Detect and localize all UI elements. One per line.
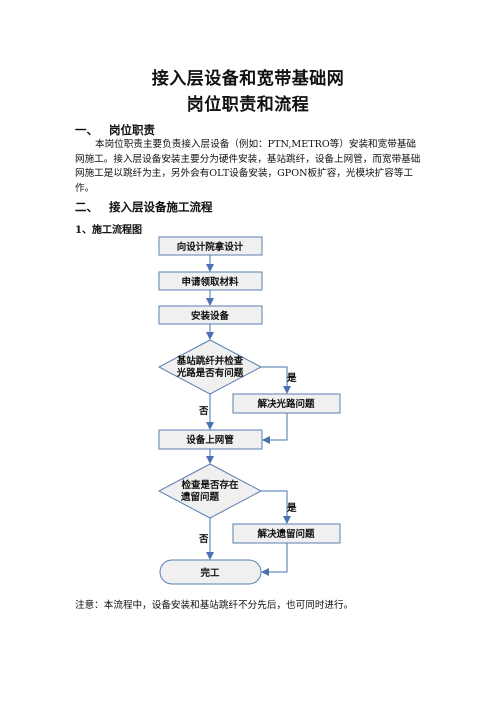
flow-arrow-fix2-back bbox=[261, 543, 288, 576]
flow-no1-label: 否 bbox=[198, 406, 209, 417]
section2-number: 二、 bbox=[75, 200, 98, 214]
flow-fix1-label: 解决光路问题 bbox=[257, 398, 315, 410]
section1-number: 一、 bbox=[75, 123, 98, 137]
document-title-line2: 岗位职责和流程 bbox=[186, 95, 310, 115]
section1-paragraph: 本岗位职责主要负责接入层设备（例如：PTN,METRO等）安装和宽带基础网施工。… bbox=[75, 139, 421, 194]
flow-no2-label: 否 bbox=[198, 534, 209, 545]
flow-step2-label: 申请领取材料 bbox=[181, 276, 239, 288]
flow-decision1-label-line2: 光路是否有问题 bbox=[176, 367, 244, 379]
flow-yes2-label: 是 bbox=[286, 502, 297, 514]
section2-heading: 二、接入层设备施工流程 bbox=[75, 199, 213, 215]
flow-step3-label: 安装设备 bbox=[191, 310, 230, 322]
flow-yes1-label: 是 bbox=[286, 372, 297, 384]
flow-decision2-label-line1: 检查是否存在 bbox=[181, 479, 239, 491]
flow-step1-label: 向设计院拿设计 bbox=[177, 241, 244, 253]
flow-fix2-label: 解决遗留问题 bbox=[257, 528, 315, 540]
section1-heading: 一、岗位职责 bbox=[75, 122, 155, 138]
subsection-heading: 1、施工流程图 bbox=[75, 225, 142, 236]
flow-decision1-shape bbox=[157, 339, 263, 395]
flow-note: 注意：本流程中，设备安装和基站跳纤不分先后，也可同时进行。 bbox=[75, 600, 354, 611]
document-title-line1: 接入层设备和宽带基础网 bbox=[151, 69, 345, 89]
flow-step4-label: 设备上网管 bbox=[186, 434, 234, 446]
flow-arrow-fix1-back bbox=[262, 413, 288, 444]
flow-decision1-label-line1: 基站跳纤并检查 bbox=[176, 355, 244, 367]
flow-arrow-d2-yes bbox=[261, 490, 291, 524]
flow-decision2-shape bbox=[157, 463, 263, 519]
section2-title: 接入层设备施工流程 bbox=[109, 200, 213, 214]
section1-title: 岗位职责 bbox=[109, 123, 155, 137]
flow-arrow-d1-yes bbox=[261, 366, 291, 394]
flow-end-label: 完工 bbox=[200, 567, 220, 579]
flow-decision2-label-line2: 遗留问题 bbox=[180, 491, 220, 503]
